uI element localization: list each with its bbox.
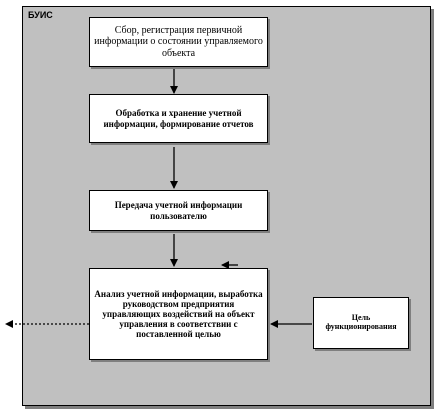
node-collect: Сбор, регистрация первичной информации о… [89,17,268,67]
node-goal-label: Цель функционирования [325,313,397,331]
node-process-label: Обработка и хранение учетной информации,… [103,108,254,129]
node-analysis: Анализ учетной информации, выработка рук… [89,268,268,360]
node-process: Обработка и хранение учетной информации,… [89,94,268,143]
node-goal: Цель функционирования [313,297,409,349]
system-title: БУИС [28,10,53,20]
node-transfer: Передача учетной информации пользователю [89,190,268,231]
node-collect-label: Сбор, регистрация первичной информации о… [94,25,263,59]
node-analysis-label: Анализ учетной информации, выработка рук… [94,288,263,340]
node-transfer-label: Передача учетной информации пользователю [114,200,243,221]
